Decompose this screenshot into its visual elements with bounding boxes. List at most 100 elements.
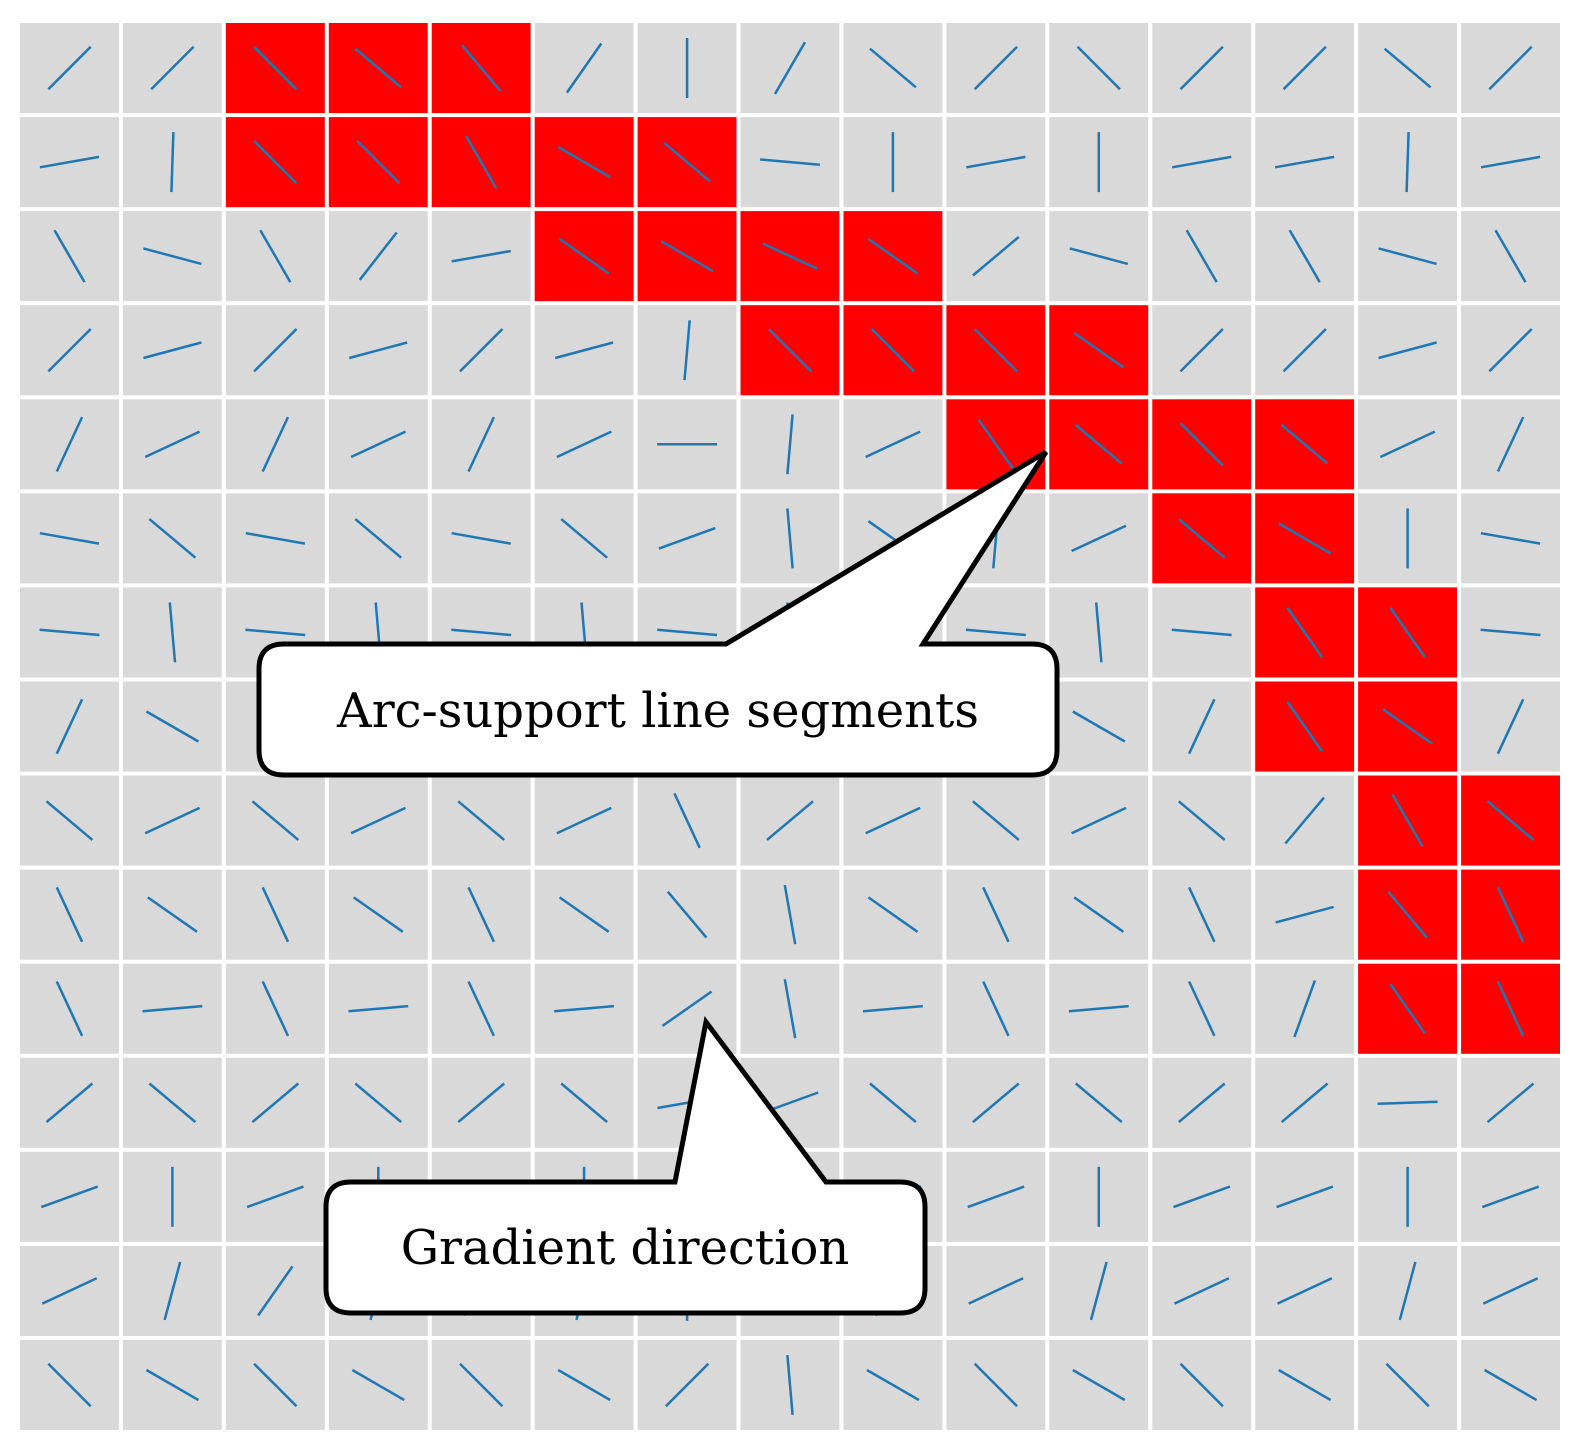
gradient-segment [41,1277,98,1305]
gradient-segment [45,800,94,841]
gradient-segment [1488,328,1533,373]
gradient-segment [1496,416,1525,473]
gradient-segment [261,980,290,1037]
gradient-segment [348,341,408,360]
gradient-segment [55,886,84,943]
gradient-segment [352,896,404,933]
gradient-segment [1280,424,1329,465]
gradient-segment [982,886,1010,943]
gradient-segment [1496,698,1525,755]
gradient-segment [786,508,794,569]
gradient-segment [1173,1185,1231,1209]
gradient-segment [759,158,821,166]
gradient-segment [142,1004,203,1013]
gradient-segment [358,231,398,281]
callout-gradient-direction: Gradient direction [323,1015,928,1316]
gradient-segment [1276,1277,1333,1305]
gradient-segment [47,1362,92,1408]
gradient-segment [1480,628,1541,637]
gradient-segment [557,1368,611,1402]
gradient-segment [560,518,608,559]
segment-layer [39,38,1541,1416]
gradient-segment [259,229,292,283]
gradient-segment [1073,896,1125,933]
gradient-segment [356,140,401,185]
gradient-segment [666,890,708,939]
gradient-segment [170,132,175,193]
gradient-segment [967,1185,1025,1209]
gradient-segment [459,1362,504,1408]
gradient-segment [560,1082,608,1124]
gradient-segment [148,518,197,559]
gradient-segment [865,806,921,835]
gradient-segment [665,1362,710,1408]
gradient-segment [459,328,504,373]
gradient-segment [257,1265,294,1317]
gradient-segment [1282,45,1327,91]
gradient-segment [467,416,496,473]
gradient-segment [558,237,610,275]
gradient-segment [1076,45,1121,91]
gradient-segment [1378,247,1437,266]
gradient-segment [869,1082,917,1124]
gradient-segment [253,45,298,91]
gradient-segment [467,886,496,943]
gradient-segment [1278,522,1332,555]
gradient-segment [867,237,919,275]
gradient-segment [40,1185,99,1209]
gradient-segment [1385,1362,1430,1408]
callout-gradient-direction-label: Gradient direction [401,1220,850,1276]
gradient-segment [1496,886,1525,943]
gradient-segment [1179,1362,1224,1408]
gradient-segment [1177,800,1226,841]
gradient-segment [866,1368,920,1402]
gradient-segment [663,141,711,183]
gradient-segment [558,896,610,933]
gradient-segment [261,886,290,943]
gradient-segment [1389,983,1426,1035]
gradient-segment [460,44,502,92]
gradient-segment [245,628,306,637]
gradient-segment [350,806,407,835]
gradient-segment [973,45,1018,91]
gradient-segment [1284,796,1325,845]
gradient-segment [1480,531,1541,545]
gradient-segment [1398,1261,1417,1321]
gradient-segment [253,328,298,373]
gradient-segment [661,990,713,1027]
gradient-segment [1286,701,1323,752]
gradient-segment [47,45,92,91]
gradient-segment [143,247,202,266]
gradient-segment [354,47,403,89]
gradient-segment [251,800,300,841]
gradient-segment [786,1354,794,1416]
gradient-segment [1074,424,1123,465]
gradient-segment [966,155,1026,169]
gradient-segment [145,1368,200,1402]
gradient-segment [1089,1261,1108,1321]
gradient-segment [55,416,84,473]
gradient-segment [144,430,201,459]
gradient-segment [972,800,1020,841]
gradient-segment [786,414,794,475]
callout-arc-support-label: Arc-support line segments [336,683,979,739]
gradient-segment [150,45,195,91]
gradient-segment [246,1185,304,1209]
gradient-segment [767,328,813,373]
gradient-segment [1494,229,1527,283]
gradient-segment [1187,886,1216,943]
gradient-segment [867,896,919,933]
gradient-segment [144,806,201,835]
gradient-segment [245,531,306,545]
gradient-segment [350,430,407,459]
gradient-segment [457,800,506,841]
gradient-segment [977,418,1015,470]
gradient-segment [39,628,100,637]
gradient-segment [1293,980,1317,1038]
gradient-segment [55,698,84,755]
gradient-segment [1187,698,1216,755]
gradient-segment [1071,806,1127,835]
gradient-segment [1071,524,1127,553]
gradient-segment [1171,628,1232,637]
